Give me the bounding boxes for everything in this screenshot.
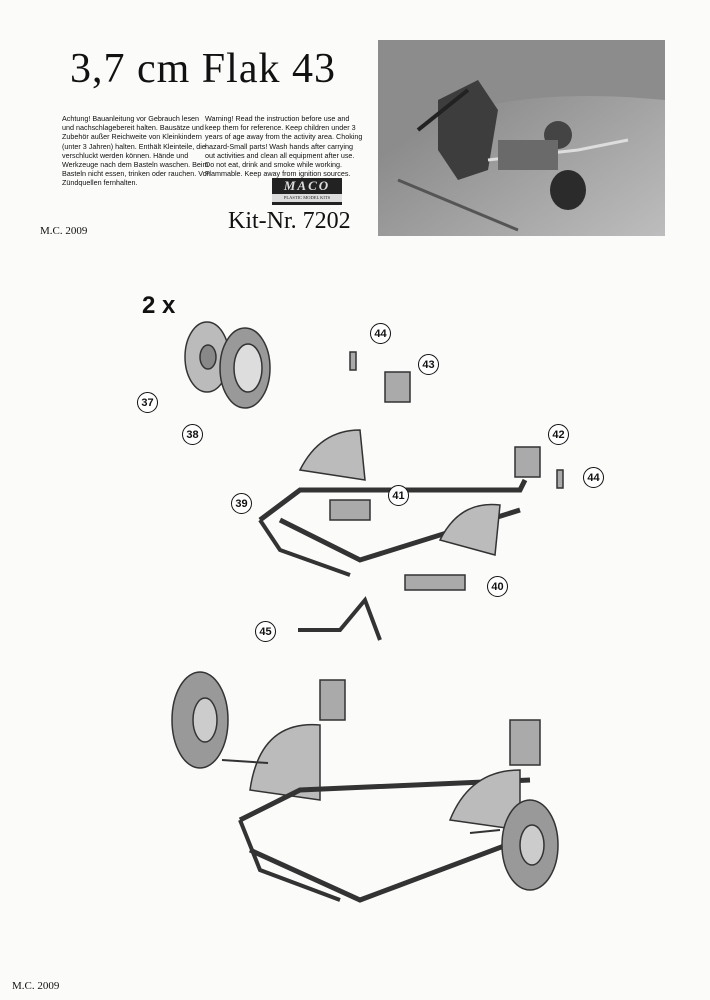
assembled-carriage-drawing [171, 671, 559, 903]
part-callout: 40 [487, 576, 508, 597]
part-callout: 44 [370, 323, 391, 344]
copyright-top: M.C. 2009 [40, 225, 88, 237]
warning-english: Warning! Read the instruction before use… [205, 114, 363, 179]
kit-number: Kit-Nr. 7202 [228, 208, 351, 234]
warning-german: Achtung! Bauanleitung vor Gebrauch lesen… [62, 114, 211, 188]
model-photo [378, 40, 665, 236]
part-callout: 38 [182, 424, 203, 445]
part-callout: 44 [583, 467, 604, 488]
part-callout: 39 [231, 493, 252, 514]
part-callout: 41 [388, 485, 409, 506]
part-callout: 37 [137, 392, 158, 413]
part-callout: 45 [255, 621, 276, 642]
part-callout: 42 [548, 424, 569, 445]
carriage-frame-drawing [258, 351, 564, 641]
copyright-footer: M.C. 2009 [12, 980, 60, 992]
part-callout: 43 [418, 354, 439, 375]
kit-title: 3,7 cm Flak 43 [70, 46, 336, 92]
tire-drawing [219, 327, 271, 409]
quantity-label: 2 x [142, 292, 176, 319]
maco-logo: MACO PLASTIC MODEL KITS [272, 178, 342, 205]
